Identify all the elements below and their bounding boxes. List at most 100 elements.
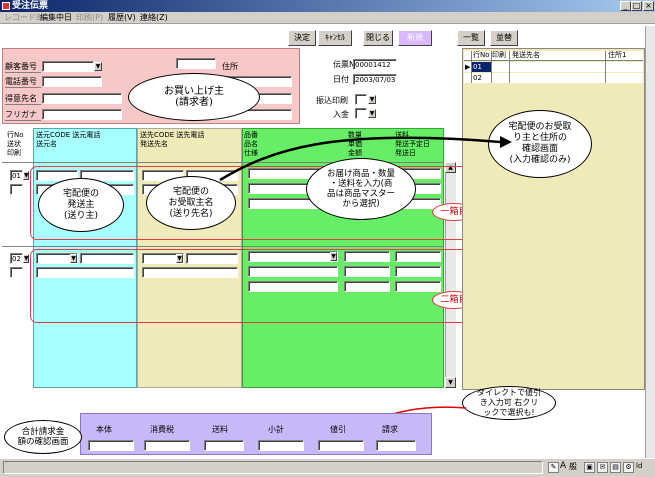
grid-row-1[interactable] — [464, 62, 643, 72]
menu-record[interactable]: レコード8 — [4, 13, 42, 22]
total-billing-label: 請求 — [382, 425, 398, 434]
phone-field[interactable] — [42, 76, 102, 87]
total-billing-field[interactable] — [376, 440, 416, 451]
tray-icon-3[interactable]: ▤ — [610, 462, 621, 473]
total-base-field[interactable] — [88, 440, 134, 451]
menu-print[interactable]: 印刷(P) — [76, 13, 104, 22]
postal-code-field[interactable] — [176, 58, 216, 69]
detail-scrollbar[interactable] — [445, 162, 456, 388]
bank-print-label: 振込印刷 — [316, 96, 348, 105]
grid-line — [471, 51, 472, 83]
row2-no-field[interactable]: 02 — [10, 253, 23, 264]
close-window-button[interactable]: × — [643, 1, 654, 11]
row1-no-field[interactable]: 01 — [10, 170, 23, 181]
row2-dest-dropdown[interactable]: ▼ — [176, 254, 183, 263]
ime-mode-a: A — [560, 461, 567, 471]
cancel-button[interactable]: ｷｬﾝｾﾙ — [318, 30, 352, 46]
row2-item-name[interactable] — [248, 266, 338, 277]
total-subtotal-label: 小計 — [268, 425, 284, 434]
grid-line — [605, 51, 606, 83]
ime-mode-kanji: 般 — [569, 462, 577, 471]
window-scrollbar[interactable] — [645, 26, 655, 458]
total-tax-field[interactable] — [144, 440, 190, 451]
row2-sender-dropdown[interactable]: ▼ — [70, 254, 77, 263]
row2-sender-code[interactable] — [36, 253, 78, 264]
grid-line — [491, 51, 492, 83]
payment-dropdown[interactable]: ▼ — [368, 109, 376, 118]
confirm-arrow-head — [500, 136, 512, 148]
item-header: 品番 品名 仕様 — [244, 131, 258, 157]
row1-sender-phone[interactable] — [80, 170, 134, 181]
tray-label: ld — [636, 462, 643, 470]
tray-icon-1[interactable]: ▣ — [584, 462, 595, 473]
row2-ship-plan-date[interactable] — [395, 266, 441, 277]
scroll-down-button[interactable]: ▼ — [445, 377, 456, 388]
minimize-button[interactable]: _ — [620, 1, 631, 11]
row2-item-code[interactable] — [248, 251, 338, 262]
menu-edit[interactable]: 編集中日 — [40, 13, 72, 22]
row2-qty[interactable] — [344, 251, 390, 262]
row2-item-dropdown[interactable]: ▼ — [330, 252, 337, 261]
menu-contact[interactable]: 連絡(Z) — [140, 13, 168, 22]
shipping-header: 送料 発送予定日 発送日 — [395, 131, 430, 157]
grid-line — [509, 51, 510, 83]
decide-button[interactable]: 決定 — [288, 30, 316, 46]
total-confirm-bubble: 合計請求金 額の確認画面 — [4, 420, 82, 454]
date-field[interactable]: 2003/07/03 — [353, 74, 397, 85]
grid-row-1-no[interactable]: 01 — [472, 62, 491, 72]
total-shipping-field[interactable] — [204, 440, 244, 451]
tray-icon-4[interactable]: ⚙ — [623, 462, 634, 473]
new-button[interactable]: 新規 — [398, 30, 432, 46]
menu-history[interactable]: 履歴(V) — [108, 13, 136, 22]
bank-print-field[interactable] — [355, 94, 367, 105]
row2-dest-phone[interactable] — [186, 253, 238, 264]
row2-dest-name[interactable] — [142, 267, 238, 278]
list-button[interactable]: 一覧 — [457, 30, 485, 46]
grid-row-2[interactable] — [464, 73, 643, 83]
payment-field[interactable] — [355, 108, 367, 119]
ime-icon: ✎ — [548, 462, 559, 473]
close-button[interactable]: 閉じる — [363, 30, 393, 46]
row2-amount[interactable] — [344, 281, 390, 292]
row1-sender-code[interactable] — [36, 170, 78, 181]
scroll-up-button[interactable]: ▲ — [445, 162, 456, 173]
row-header: 行No 送状 印刷 — [7, 131, 24, 157]
menu-bar — [0, 12, 655, 24]
sender-bubble: 宅配便の 発送主 (送り主) — [38, 178, 124, 232]
row2-print-field[interactable] — [10, 267, 23, 278]
grid-row-2-no[interactable]: 02 — [473, 74, 482, 82]
row2-sender-name[interactable] — [36, 267, 134, 278]
row2-shipping-fee[interactable] — [395, 251, 441, 262]
kana-label: フリガナ — [5, 110, 41, 121]
kana-field[interactable] — [42, 109, 122, 120]
total-discount-field[interactable] — [318, 440, 364, 451]
row2-sender-phone[interactable] — [80, 253, 134, 264]
row1-print-field[interactable] — [10, 184, 23, 195]
row2-no-dropdown[interactable]: ▼ — [23, 254, 29, 263]
tray-icon-2[interactable]: ✉ — [597, 462, 608, 473]
slip-no-label: 伝票No — [333, 60, 360, 69]
address-label: 住所 — [222, 62, 238, 71]
slip-no-field[interactable]: 00001412 — [353, 59, 397, 70]
status-text-field — [3, 461, 543, 474]
sender-header: 送元CODE 送元電話 送元名 — [36, 131, 101, 148]
destination-bubble: 宅配便の お受取主名 (送り先名) — [146, 176, 236, 230]
customer-no-dropdown[interactable]: ▼ — [94, 62, 102, 71]
row2-price[interactable] — [344, 266, 390, 277]
row2-item-spec[interactable] — [248, 281, 338, 292]
customer-no-field[interactable] — [42, 61, 94, 72]
confirm-screen-bubble: 宅配便のお受取 り主と住所の 確認画面 (入力確認のみ) — [488, 110, 592, 178]
row2-dest-code[interactable] — [142, 253, 184, 264]
row2-ship-date[interactable] — [395, 281, 441, 292]
client-name-field[interactable] — [42, 93, 122, 104]
payment-label: 入金 — [333, 110, 349, 119]
sort-button[interactable]: 並替 — [490, 30, 518, 46]
maximize-button[interactable]: □ — [631, 1, 642, 11]
customer-no-label: 顧客番号 — [5, 62, 41, 73]
bank-print-dropdown[interactable]: ▼ — [368, 95, 376, 104]
row1-no-dropdown[interactable]: ▼ — [23, 171, 29, 180]
discount-bubble: ダイレクトで値引 き入力可 右クリ ックで選択も! — [462, 386, 556, 420]
total-subtotal-field[interactable] — [258, 440, 304, 451]
grid-col-dest-name: 発送先名 — [512, 51, 540, 59]
